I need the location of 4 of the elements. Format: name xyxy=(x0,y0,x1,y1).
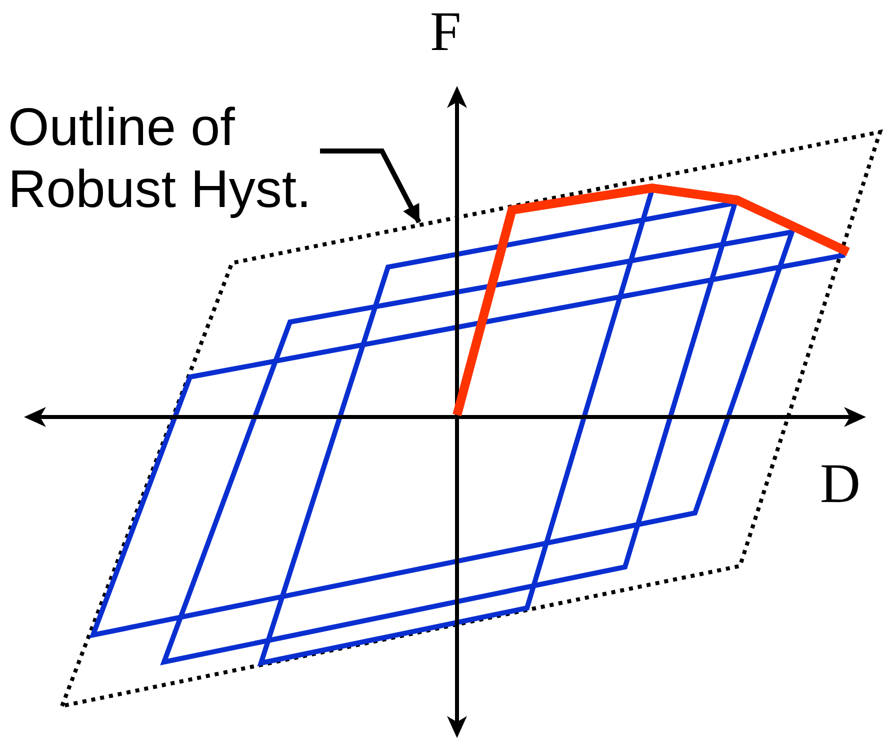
axis-label: F xyxy=(430,0,462,64)
leader-arrow xyxy=(320,148,422,224)
axis-label: D xyxy=(820,452,860,516)
callout-text: Outline of Robust Hyst. xyxy=(8,97,320,221)
